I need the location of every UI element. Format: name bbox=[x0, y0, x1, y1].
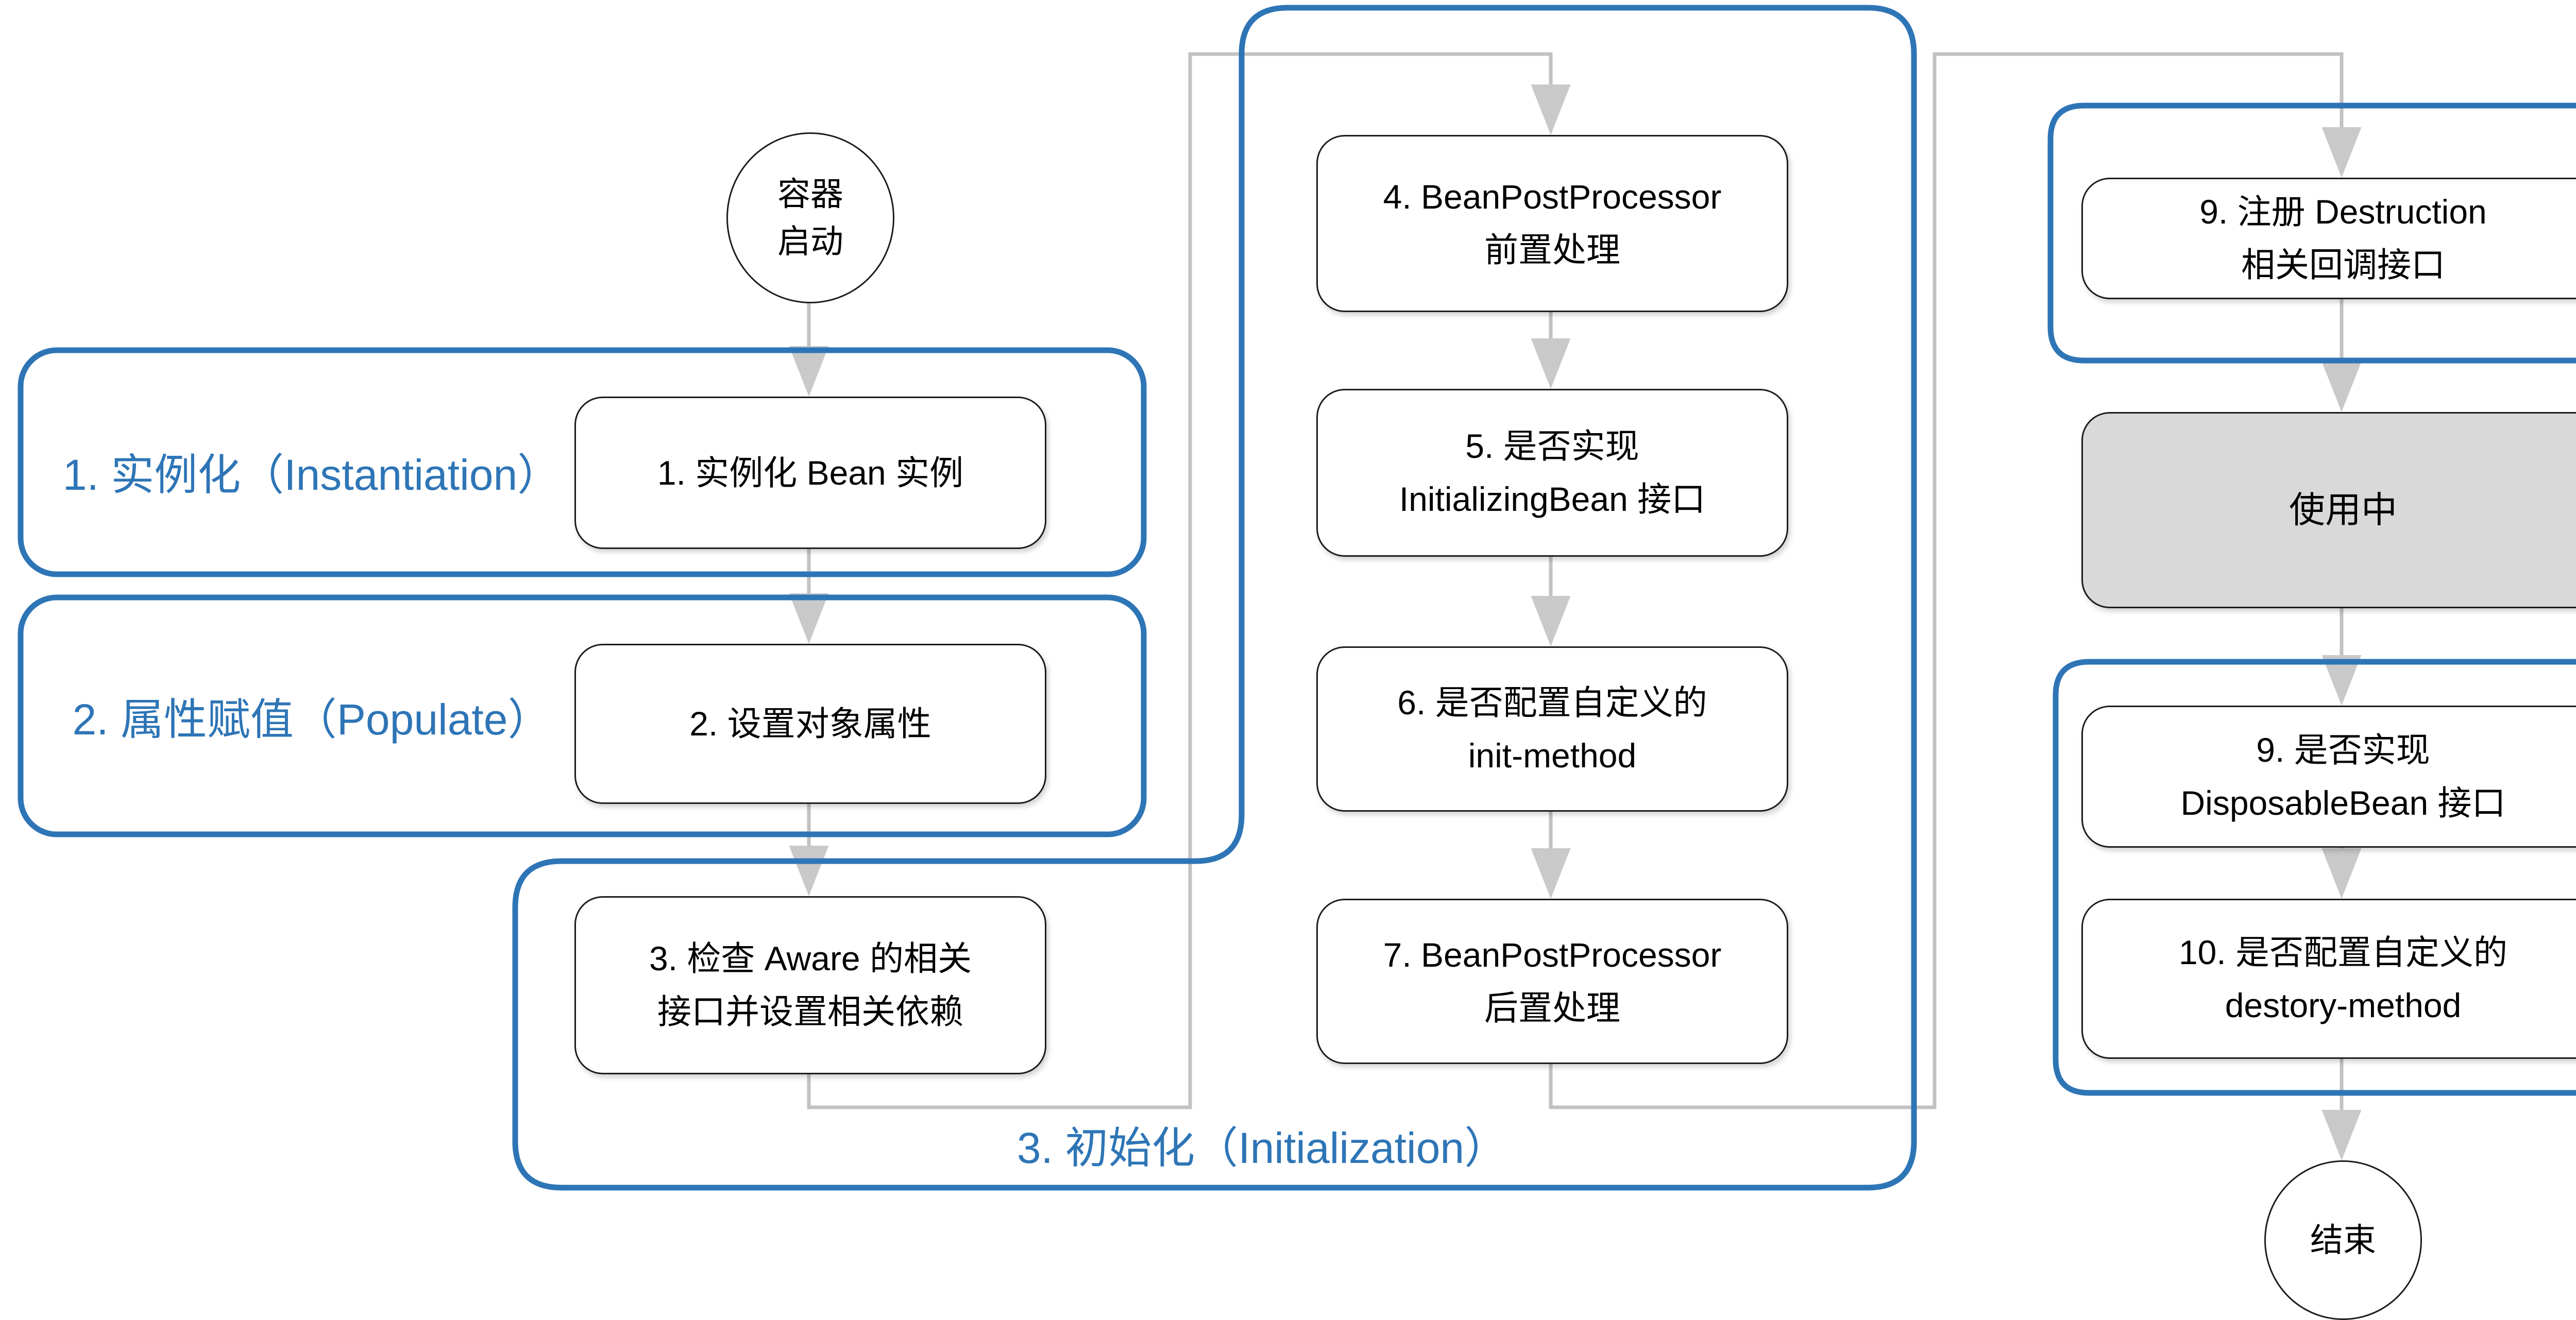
node-check-aware-label: 3. 检查 Aware 的相关 接口并设置相关依赖 bbox=[649, 939, 972, 1031]
node-register-destruction-callback-label: 9. 注册 Destruction 相关回调接口 bbox=[2199, 193, 2487, 284]
node-destroy-method-label: 10. 是否配置自定义的 destory-method bbox=[2178, 933, 2508, 1024]
node-initializingbean-label: 5. 是否实现 InitializingBean 接口 bbox=[1399, 427, 1706, 518]
node-end: 结束 bbox=[2264, 1160, 2422, 1320]
phase-label-initialization-text: 3. 初始化（Initialization） bbox=[1016, 1124, 1508, 1172]
node-disposablebean-label: 9. 是否实现 DisposableBean 接口 bbox=[2180, 731, 2506, 822]
node-postprocessor-after-label: 7. BeanPostProcessor 后置处理 bbox=[1383, 935, 1722, 1027]
node-postprocessor-before-label: 4. BeanPostProcessor 前置处理 bbox=[1383, 178, 1722, 269]
phase-label-instantiation-text: 1. 实例化（Instantiation） bbox=[62, 450, 561, 499]
node-init-method: 6. 是否配置自定义的 init-method bbox=[1316, 646, 1788, 812]
node-init-method-label: 6. 是否配置自定义的 init-method bbox=[1397, 683, 1707, 775]
node-postprocessor-before: 4. BeanPostProcessor 前置处理 bbox=[1316, 135, 1788, 312]
phase-label-populate: 2. 属性赋值（Populate） bbox=[52, 664, 572, 767]
node-check-aware: 3. 检查 Aware 的相关 接口并设置相关依赖 bbox=[574, 896, 1046, 1074]
node-destroy-method: 10. 是否配置自定义的 destory-method bbox=[2081, 899, 2576, 1059]
node-end-label: 结束 bbox=[2310, 1222, 2376, 1259]
node-initializingbean: 5. 是否实现 InitializingBean 接口 bbox=[1316, 389, 1788, 557]
node-instantiate-bean: 1. 实例化 Bean 实例 bbox=[574, 397, 1046, 549]
node-register-destruction-callback: 9. 注册 Destruction 相关回调接口 bbox=[2081, 178, 2576, 299]
connector-box3-box4 bbox=[807, 52, 1571, 1109]
node-instantiate-bean-label: 1. 实例化 Bean 实例 bbox=[657, 453, 964, 492]
node-set-properties: 2. 设置对象属性 bbox=[574, 644, 1046, 804]
node-in-use: 使用中 bbox=[2081, 412, 2576, 608]
node-set-properties-label: 2. 设置对象属性 bbox=[689, 705, 931, 743]
phase-label-initialization: 3. 初始化（Initialization） bbox=[876, 1102, 1649, 1187]
phase-label-instantiation: 1. 实例化（Instantiation） bbox=[52, 420, 572, 523]
group-populate-outline bbox=[18, 594, 1147, 837]
connector-box7-box9a bbox=[1549, 52, 2362, 1109]
node-disposablebean: 9. 是否实现 DisposableBean 接口 bbox=[2081, 706, 2576, 848]
node-container-start-label: 容器 启动 bbox=[777, 176, 843, 260]
node-in-use-label: 使用中 bbox=[2289, 490, 2397, 530]
node-postprocessor-after: 7. BeanPostProcessor 后置处理 bbox=[1316, 899, 1788, 1064]
node-container-start: 容器 启动 bbox=[726, 132, 894, 303]
phase-label-populate-text: 2. 属性赋值（Populate） bbox=[72, 695, 551, 744]
group-destruction-outline bbox=[2047, 102, 2576, 1096]
group-initialization-outline bbox=[512, 5, 1917, 1191]
group-instantiation-outline bbox=[18, 347, 1147, 577]
